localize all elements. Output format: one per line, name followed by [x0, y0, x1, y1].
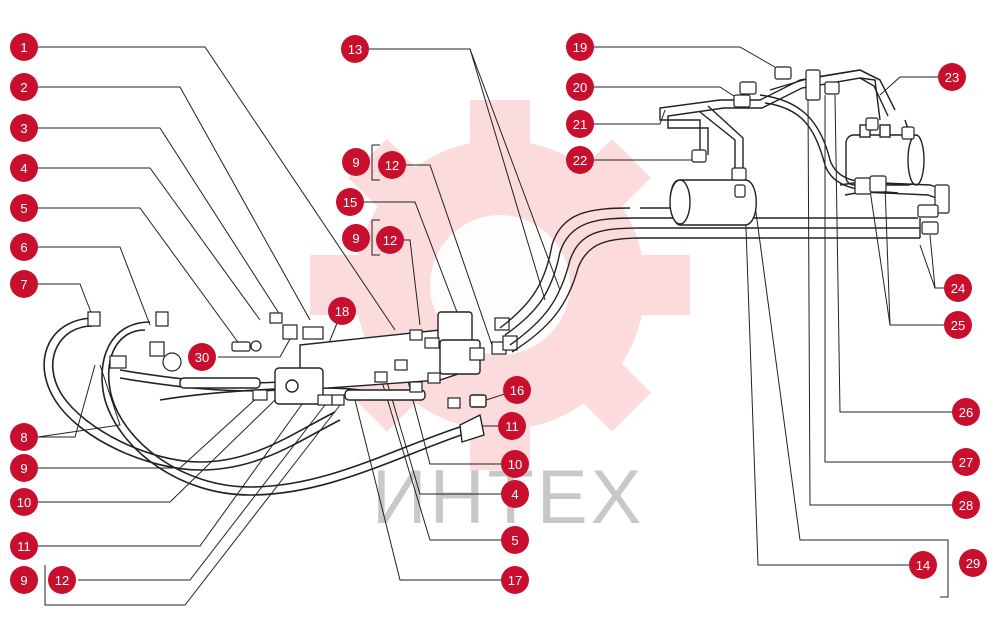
fittings [87, 311, 518, 409]
svg-text:22: 22 [573, 153, 587, 168]
callout-16: 16 [503, 376, 531, 404]
svg-text:26: 26 [959, 405, 973, 420]
svg-text:21: 21 [573, 117, 587, 132]
svg-text:30: 30 [195, 350, 209, 365]
svg-text:11: 11 [505, 419, 519, 434]
callout-27: 27 [952, 448, 980, 476]
callout-21: 21 [566, 110, 594, 138]
callout-14: 14 [909, 551, 937, 579]
svg-text:6: 6 [20, 240, 27, 255]
top-right-fittings [691, 66, 950, 235]
callout-3: 3 [10, 114, 38, 142]
svg-text:19: 19 [573, 40, 587, 55]
svg-text:9: 9 [352, 231, 359, 246]
callout-30: 30 [188, 343, 216, 371]
svg-text:12: 12 [55, 573, 69, 588]
svg-text:12: 12 [385, 158, 399, 173]
svg-text:12: 12 [383, 233, 397, 248]
callout-28: 28 [952, 491, 980, 519]
callout-19: 19 [566, 33, 594, 61]
callout-29: 29 [959, 549, 987, 577]
callout-20: 20 [566, 73, 594, 101]
svg-text:4: 4 [20, 161, 27, 176]
svg-text:24: 24 [951, 281, 965, 296]
svg-text:9: 9 [20, 573, 27, 588]
callout-11-left: 11 [10, 532, 38, 560]
svg-text:10: 10 [17, 495, 31, 510]
svg-text:11: 11 [17, 539, 31, 554]
callout-12-upper: 12 [378, 151, 406, 179]
callout-10-mid: 10 [501, 450, 529, 478]
svg-text:28: 28 [959, 498, 973, 513]
svg-text:8: 8 [20, 430, 27, 445]
callout-10-left: 10 [10, 488, 38, 516]
callout-6: 6 [10, 233, 38, 261]
callout-12-mid: 12 [376, 226, 404, 254]
callout-18: 18 [328, 297, 356, 325]
callout-4: 4 [10, 154, 38, 182]
svg-text:10: 10 [508, 457, 522, 472]
svg-text:18: 18 [335, 304, 349, 319]
svg-text:17: 17 [508, 573, 522, 588]
callout-26: 26 [952, 398, 980, 426]
svg-text:9: 9 [352, 155, 359, 170]
callout-12-bottom-left: 12 [48, 566, 76, 594]
leader-lines [37, 46, 955, 606]
callout-24: 24 [944, 274, 972, 302]
callout-25: 25 [944, 311, 972, 339]
top-right-tubing [659, 69, 946, 201]
callout-5-mid: 5 [501, 526, 529, 554]
callout-11-mid: 11 [498, 412, 526, 440]
callout-22: 22 [566, 146, 594, 174]
svg-text:16: 16 [510, 383, 524, 398]
callout-1: 1 [10, 33, 38, 61]
callout-8: 8 [10, 423, 38, 451]
callout-5: 5 [10, 194, 38, 222]
svg-text:4: 4 [511, 487, 518, 502]
svg-text:14: 14 [916, 558, 930, 573]
svg-text:20: 20 [573, 80, 587, 95]
callout-13: 13 [341, 35, 369, 63]
svg-text:7: 7 [20, 277, 27, 292]
svg-text:27: 27 [959, 455, 973, 470]
callout-9-bottom-left: 9 [10, 566, 38, 594]
svg-text:25: 25 [951, 318, 965, 333]
svg-text:5: 5 [20, 201, 27, 216]
callout-7: 7 [10, 270, 38, 298]
callout-9-left: 9 [10, 454, 38, 482]
svg-text:15: 15 [343, 195, 357, 210]
callout-15: 15 [336, 188, 364, 216]
svg-text:2: 2 [20, 80, 27, 95]
callout-17: 17 [501, 566, 529, 594]
pipes [499, 207, 921, 353]
svg-text:29: 29 [966, 556, 980, 571]
svg-text:3: 3 [20, 121, 27, 136]
svg-text:9: 9 [20, 461, 27, 476]
callout-4-mid: 4 [501, 480, 529, 508]
svg-text:1: 1 [20, 40, 27, 55]
callout-2: 2 [10, 73, 38, 101]
callout-9-upper: 9 [342, 148, 370, 176]
callout-23: 23 [938, 63, 966, 91]
svg-text:5: 5 [511, 533, 518, 548]
svg-text:23: 23 [945, 70, 959, 85]
callout-9-mid: 9 [342, 224, 370, 252]
svg-text:13: 13 [348, 42, 362, 57]
